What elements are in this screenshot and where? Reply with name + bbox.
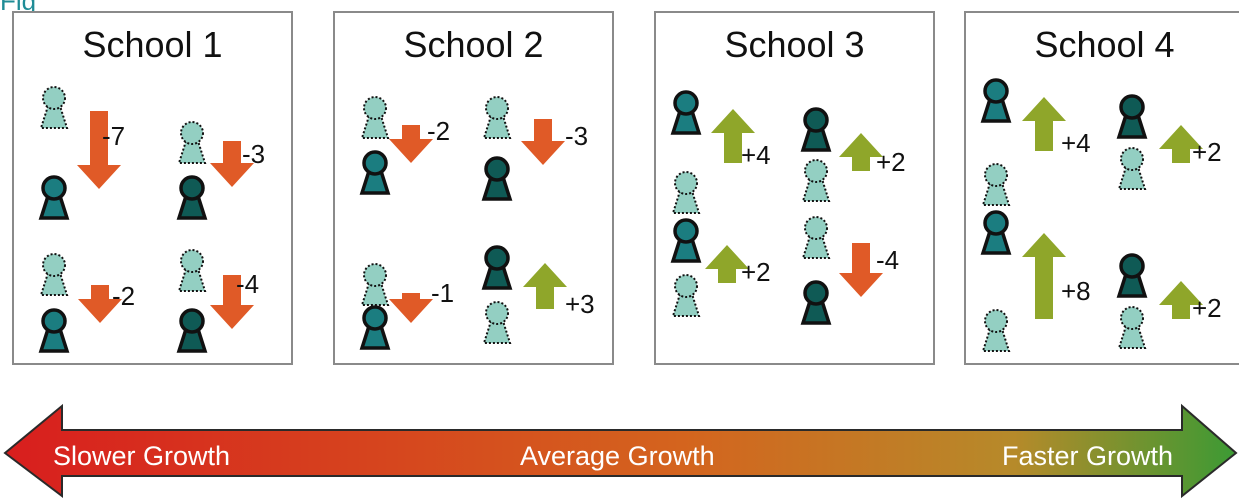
previous-score-figure (801, 216, 831, 259)
previous-score-figure (360, 263, 390, 306)
decline-arrow (521, 119, 565, 165)
current-score-figure (800, 107, 832, 152)
growth-arrow (1022, 233, 1066, 319)
school-4-title: School 4 (1034, 24, 1175, 65)
previous-score-figure (39, 253, 69, 296)
growth-arrow (1022, 97, 1066, 151)
student-change-label: -2 (427, 116, 451, 146)
current-score-figure (359, 150, 391, 195)
school-3-panel: School 3 +4 +2 +2 -4 (654, 11, 935, 365)
previous-score-figure (482, 96, 512, 139)
student-change-label: -3 (565, 121, 589, 151)
current-score-figure (800, 280, 832, 325)
previous-score-figure (671, 171, 701, 214)
current-score-figure (176, 308, 208, 353)
current-score-figure (670, 218, 702, 263)
student-change-label: -7 (102, 121, 126, 151)
school-3-title: School 3 (724, 24, 865, 65)
decline-arrow (389, 293, 433, 323)
student-change-label: +2 (741, 257, 771, 287)
decline-arrow (389, 125, 433, 163)
average-growth-label: Average Growth (520, 441, 715, 471)
school-2-title: School 2 (403, 24, 544, 65)
decline-arrow (210, 275, 254, 329)
student-change-label: +2 (876, 147, 906, 177)
slower-growth-label: Slower Growth (53, 441, 231, 471)
previous-score-figure (360, 96, 390, 139)
previous-score-figure (1117, 306, 1147, 349)
student-change-label: -3 (242, 139, 266, 169)
growth-arrow (839, 133, 883, 171)
previous-score-figure (801, 159, 831, 202)
student-change-label: -1 (431, 278, 455, 308)
school-1-title: School 1 (82, 24, 223, 65)
student-change-label: +8 (1061, 276, 1091, 306)
school-2-figures (359, 96, 567, 350)
current-score-figure (1116, 94, 1148, 139)
previous-score-figure (1117, 147, 1147, 190)
current-score-figure (176, 175, 208, 220)
school-3-figures (670, 90, 883, 325)
student-change-label: +2 (1192, 293, 1222, 323)
previous-score-figure (39, 86, 69, 129)
school-1-panel: School 1 -7 -3 -2 -4 (12, 11, 293, 365)
current-score-figure (481, 156, 513, 201)
decline-arrow (77, 111, 121, 189)
current-score-figure (38, 308, 70, 353)
current-score-figure (359, 305, 391, 350)
current-score-figure (481, 245, 513, 290)
decline-arrow (839, 243, 883, 297)
current-score-figure (38, 175, 70, 220)
student-change-label: -4 (236, 269, 260, 299)
growth-arrow (1159, 125, 1203, 163)
school-4-figures (980, 78, 1203, 352)
student-change-label: +2 (1192, 137, 1222, 167)
faster-growth-label: Faster Growth (1002, 441, 1174, 471)
student-change-label: +4 (741, 140, 771, 170)
previous-score-figure (177, 249, 207, 292)
current-score-figure (980, 78, 1012, 123)
previous-score-figure (981, 163, 1011, 206)
decline-arrow (78, 285, 122, 323)
school-1-figures (38, 86, 254, 353)
growth-arrow (523, 263, 567, 309)
student-change-label: +4 (1061, 128, 1091, 158)
previous-score-figure (177, 121, 207, 164)
current-score-figure (980, 210, 1012, 255)
previous-score-figure (482, 301, 512, 344)
current-score-figure (670, 90, 702, 135)
student-change-label: -2 (112, 281, 136, 311)
student-change-label: +3 (565, 289, 595, 319)
growth-arrow (705, 245, 749, 283)
growth-scale-arrow (3, 403, 1238, 499)
growth-arrow (711, 109, 755, 163)
school-4-panel: School 4 +4 +2 +8 +2 (964, 11, 1239, 365)
decline-arrow (210, 141, 254, 187)
school-2-panel: School 2 -2 -3 -1 +3 (333, 11, 614, 365)
growth-arrow (1159, 281, 1203, 319)
previous-score-figure (671, 274, 701, 317)
current-score-figure (1116, 253, 1148, 298)
previous-score-figure (981, 309, 1011, 352)
student-change-label: -4 (876, 245, 900, 275)
